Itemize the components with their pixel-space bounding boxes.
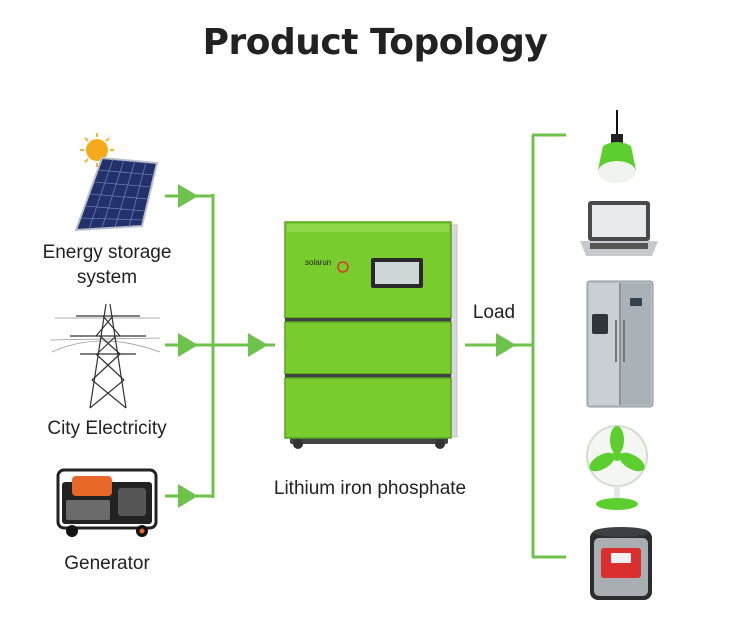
- solar-panel-icon: [74, 133, 159, 232]
- load-label: Load: [472, 302, 516, 323]
- energy-storage-label: Energy storage system: [22, 240, 192, 290]
- arrow-solar-icon: [178, 184, 198, 208]
- arrow-to-load-icon: [496, 333, 516, 357]
- refrigerator-icon: [586, 280, 654, 408]
- generator-label: Generator: [64, 553, 150, 574]
- page-title: Product Topology: [202, 22, 548, 63]
- battery-cabinet-icon: [284, 221, 458, 449]
- energy-storage-label-line1: Energy storage: [42, 242, 172, 263]
- battery-brand: solarun: [305, 258, 332, 267]
- input-arrows: [178, 184, 268, 508]
- arrow-to-battery-icon: [248, 333, 268, 357]
- generator-icon: [56, 468, 158, 537]
- power-tower-icon: [49, 303, 161, 409]
- arrow-generator-icon: [178, 484, 198, 508]
- rice-cooker-icon: [590, 527, 652, 600]
- battery-label: Lithium iron phosphate: [273, 478, 467, 499]
- arrow-grid-icon: [178, 333, 198, 357]
- city-electricity-label: City Electricity: [47, 418, 167, 439]
- laptop-icon: [580, 201, 658, 256]
- energy-storage-label-line2: system: [76, 267, 138, 288]
- bulb-icon: [598, 110, 636, 183]
- fan-icon: [586, 425, 648, 510]
- brand-logo-icon: [337, 261, 349, 273]
